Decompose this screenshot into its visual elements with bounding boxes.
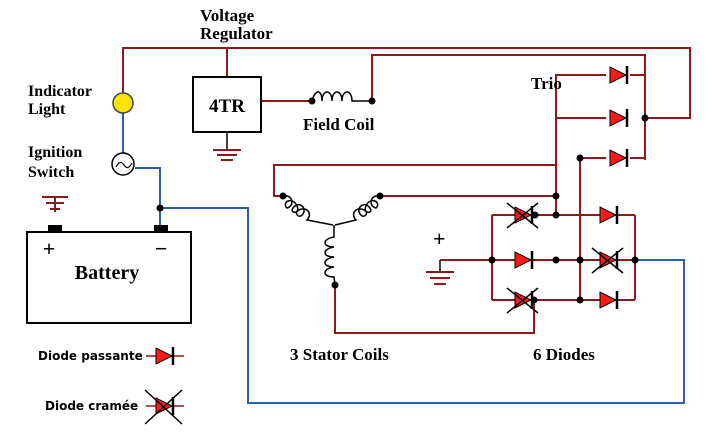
indicator-light-icon	[112, 92, 134, 114]
legend-good-diode-label: Diode passante	[38, 349, 143, 363]
stator-coil-right-icon	[334, 195, 381, 226]
regulator-ground-icon	[213, 132, 241, 161]
stator-bottom-loop	[334, 285, 535, 334]
battery-minus-label: −	[155, 236, 168, 261]
junction-nodes	[156, 97, 649, 304]
battery-plus-label: +	[43, 236, 56, 261]
battery-ground-icon	[42, 196, 68, 212]
ignition-switch-icon	[111, 152, 135, 176]
ground-plus-label: +	[433, 226, 446, 251]
diodes-label: 6 Diodes	[533, 345, 595, 364]
wire-field-to-trio	[371, 54, 646, 118]
trio-diode-2-icon	[609, 109, 629, 127]
stator-coil-bottom-icon	[324, 225, 336, 286]
legend-burnt-diode-label: Diode cramée	[45, 399, 138, 413]
stator-top-loop	[273, 164, 557, 197]
legend-good-diode-icon	[146, 347, 184, 365]
trio-diode-1-icon	[609, 66, 629, 84]
regulator-box-label: 4TR	[209, 96, 245, 117]
ignition-label-line2: Switch	[28, 164, 74, 181]
rectifier-diode-left-bottom-burnt-icon	[506, 287, 539, 314]
ignition-label-line1: Ignition	[28, 144, 82, 161]
indicator-label-line1: Indicator	[28, 83, 92, 100]
battery-box	[26, 231, 192, 324]
regulator-label-line1: Voltage	[200, 6, 255, 25]
battery-pos-terminal	[48, 225, 62, 234]
regulator-label-line2: Regulator	[200, 24, 273, 43]
field-coil-icon	[311, 91, 372, 102]
rectifier-diode-right-bottom-icon	[599, 291, 619, 309]
trio-label: Trio	[531, 74, 562, 93]
stator-label: 3 Stator Coils	[290, 345, 389, 364]
rectifier-diode-left-middle-icon	[514, 251, 534, 269]
rectifier-diode-right-top-icon	[599, 206, 619, 224]
wire-indicator-to-trio	[122, 47, 691, 119]
rectifier-diode-right-middle-burnt-icon	[591, 247, 624, 274]
battery-neg-terminal	[154, 225, 168, 234]
trio-in-1	[555, 74, 606, 196]
wire-switch-to-battery	[135, 167, 685, 404]
battery-label: Battery	[75, 262, 139, 284]
legend-burnt-diode-icon	[144, 389, 184, 425]
rectifier-ground-icon	[426, 260, 454, 285]
stator-coil-left-icon	[282, 195, 334, 226]
field-coil-label: Field Coil	[303, 115, 375, 134]
indicator-label-line2: Light	[28, 101, 66, 118]
rectifier-diode-left-top-burnt-icon	[506, 202, 539, 229]
trio-diode-3-icon	[609, 149, 629, 167]
